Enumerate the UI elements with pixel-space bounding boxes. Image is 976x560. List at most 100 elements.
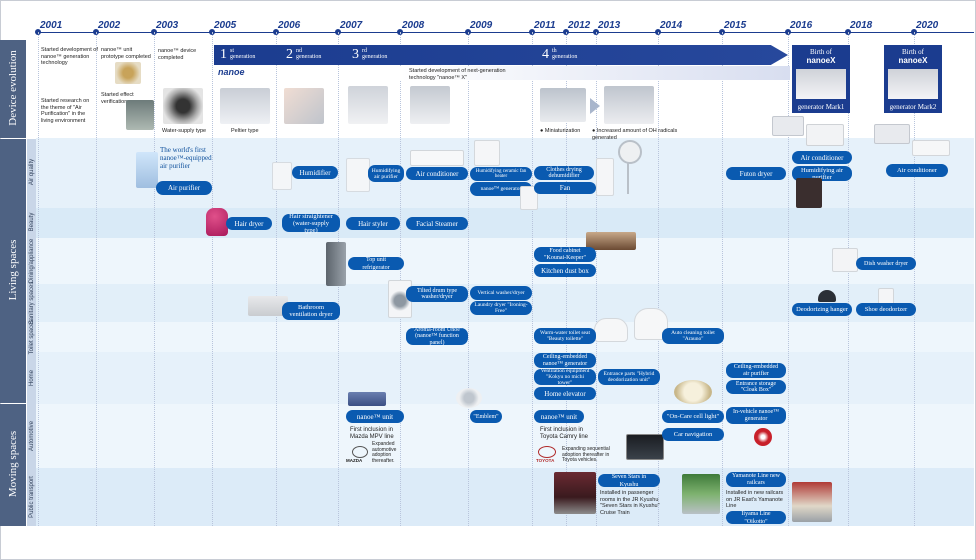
home-band bbox=[36, 352, 974, 404]
pill-hair-styler: Hair styler bbox=[346, 217, 400, 230]
birth-mark2-box: Birth of nanoeX generator Mark2 bbox=[884, 45, 942, 113]
birth-mark1-box: Birth of nanoeX generator Mark1 bbox=[792, 45, 850, 113]
pill-deodorizing-hanger: Deodorizing hanger bbox=[792, 303, 852, 316]
year-label: 2018 bbox=[850, 20, 873, 31]
toilet-band bbox=[36, 322, 974, 352]
gen3-device-image bbox=[348, 86, 388, 124]
year-gridline bbox=[532, 32, 533, 526]
subrow-sidebar bbox=[27, 139, 36, 526]
nanoe-logo: nanoe bbox=[218, 67, 245, 77]
gen4-arrow-icon bbox=[590, 98, 600, 114]
toilet-seat-image bbox=[594, 318, 628, 342]
nanoe-generator-image bbox=[520, 186, 538, 210]
pill-aromaroom: "Aroma-room Unoe" (nanoe™ function panel… bbox=[406, 327, 468, 346]
year-label: 2008 bbox=[402, 20, 425, 31]
pill-dish-dryer: Dish washer dryer bbox=[856, 257, 916, 270]
hair-dryer-image bbox=[206, 208, 228, 236]
pill-laundry-dryer: Laundry dryer "Ironing-Free" bbox=[470, 301, 532, 315]
effect-verification-image bbox=[126, 100, 154, 130]
fan-pole bbox=[627, 162, 629, 194]
pill-hair-dryer: Hair dryer bbox=[226, 217, 272, 230]
mazda-brand: MAZDA bbox=[346, 458, 363, 463]
year-label: 2003 bbox=[156, 20, 179, 31]
iiyama-train-image bbox=[792, 482, 832, 522]
pill-entrance-hybrid: Entrance parts "Hybrid deodorization uni… bbox=[598, 369, 660, 385]
increased-oh-label: ● Increased amount of OH radicals genera… bbox=[592, 128, 678, 141]
year-gridline bbox=[722, 32, 723, 526]
air-purifier-image bbox=[136, 152, 158, 188]
pill-iiyama: Iiyama Line "Oikotto" bbox=[726, 511, 786, 525]
ceiling-ac-2020-image bbox=[874, 124, 910, 144]
humidifier-image bbox=[272, 162, 292, 190]
year-label: 2020 bbox=[916, 20, 939, 31]
seven-stars-note: Installed in passenger rooms in the JR K… bbox=[600, 490, 660, 516]
first-mazda-text: First inclusion in Mazda MPV line bbox=[350, 427, 394, 440]
pill-fan: Fan bbox=[534, 182, 596, 194]
sidebar-moving bbox=[0, 404, 26, 526]
pill-auto-cleaning-toilet: Auto cleaning toilet "Arauno" bbox=[662, 328, 724, 344]
deodorizing-hanger-image bbox=[818, 290, 836, 302]
year-gridline bbox=[658, 32, 659, 526]
worlds-first-text: The world's first nanoe™-equipped air pu… bbox=[160, 146, 212, 170]
bathroom-dryer-image bbox=[248, 296, 288, 316]
gen3b-device-image bbox=[410, 86, 450, 124]
peltier-device-image bbox=[220, 88, 270, 124]
pill-in-vehicle-purifier: In-vehicle nanoe™ generator bbox=[726, 407, 786, 424]
sidebar-living bbox=[0, 139, 26, 403]
pill-drum-washer: Tilted drum type washer/dryer bbox=[406, 286, 468, 302]
year-label: 2009 bbox=[470, 20, 493, 31]
timeline-axis bbox=[36, 32, 974, 33]
year-label: 2005 bbox=[214, 20, 237, 31]
water-supply-label: Water-supply type bbox=[162, 128, 207, 134]
year-gridline bbox=[596, 32, 597, 526]
year-label: 2006 bbox=[278, 20, 301, 31]
pill-ventilation-equipment: Ventilation equipment "Kokyu no michi to… bbox=[534, 368, 596, 386]
year-gridline bbox=[154, 32, 155, 526]
sidebar-device bbox=[0, 40, 26, 138]
pill-vertical-washer: Vertical washer/dryer bbox=[470, 286, 532, 300]
pill-humidifying-purifier-2016: Humidifying air purifier bbox=[792, 166, 852, 181]
purifier-2016-image bbox=[796, 178, 822, 208]
nanoe-unit-2007-image bbox=[348, 392, 386, 406]
year-gridline bbox=[914, 32, 915, 526]
pill-futon-dryer: Futon dryer bbox=[726, 167, 786, 180]
section-living-spaces: Living spaces bbox=[7, 239, 19, 301]
pill-warm-water-toilet: Warm-water toilet seat "Beauty toilette" bbox=[534, 328, 596, 344]
pill-humidifier: Humidifier bbox=[292, 166, 338, 179]
row-public-transport: Public transport bbox=[29, 476, 35, 518]
year-label: 2002 bbox=[98, 20, 121, 31]
pill-top-unit-refrigerator: Top unit refrigerator bbox=[348, 257, 404, 271]
pill-shoe-deodorizer: Shoe deodorizer bbox=[856, 303, 916, 316]
dehumidifier-image bbox=[596, 158, 614, 196]
wall-ac-image bbox=[806, 124, 844, 146]
started-research-text: Started research on the theme of "Air Pu… bbox=[41, 98, 90, 124]
pill-home-elevator: Home elevator bbox=[534, 387, 596, 400]
pill-kitchen-dust-box: Kitchen dust box bbox=[534, 264, 596, 277]
dish-dryer-image bbox=[832, 248, 858, 272]
mazda-logo-icon bbox=[352, 446, 368, 458]
year-gridline bbox=[38, 32, 39, 526]
gen4b-device-image bbox=[604, 86, 654, 124]
pill-air-purifier: Air purifier bbox=[156, 181, 212, 195]
in-vehicle-device-image bbox=[754, 428, 772, 446]
humidifying-purifier-image bbox=[346, 158, 370, 192]
section-device-evolution: Device evolution bbox=[7, 50, 19, 126]
pill-air-conditioner-2008: Air conditioner bbox=[406, 167, 468, 180]
next-gen-text: Started development of next-generation t… bbox=[409, 68, 506, 81]
pill-bathroom-dryer: Bathroom ventilation dryer bbox=[282, 302, 340, 320]
pill-in-car-light: "On-Care cell light" bbox=[662, 410, 724, 423]
pill-ceiling-generator: Ceiling-embedded nanoe™ generator bbox=[534, 353, 596, 368]
year-gridline bbox=[468, 32, 469, 526]
year-label: 2013 bbox=[598, 20, 621, 31]
ceiling-ac-image bbox=[772, 116, 804, 136]
year-label: 2014 bbox=[660, 20, 683, 31]
row-automotive: Automotive bbox=[29, 421, 35, 452]
ceiling-light-image bbox=[674, 380, 712, 404]
pill-air-conditioner-2020: Air conditioner bbox=[886, 164, 948, 177]
generation-arrow bbox=[214, 45, 788, 65]
year-gridline bbox=[276, 32, 277, 526]
first-toyota-text: First inclusion in Toyota Camry line bbox=[540, 427, 589, 440]
